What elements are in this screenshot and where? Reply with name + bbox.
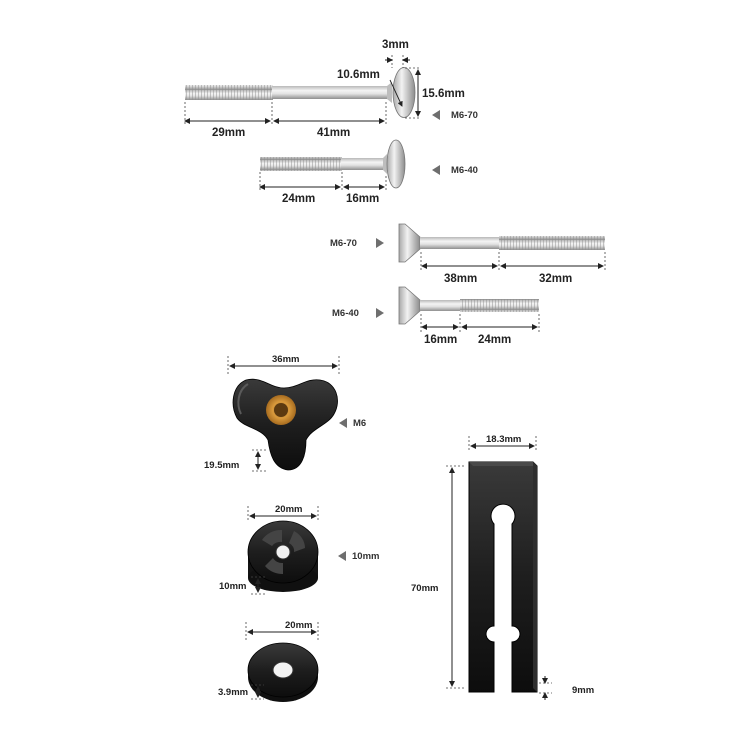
three-lobe-knob: 36mm 19.5mm M6: [204, 354, 366, 472]
bolt-head: [398, 286, 421, 325]
bolt-head: [398, 223, 421, 263]
clamp-bar-side: [533, 462, 537, 692]
slotted-clamp-bar: 18.3mm 70mm 9mm: [411, 434, 594, 700]
bolt-thread: [460, 299, 539, 312]
pointer-arrow-icon: [376, 308, 384, 318]
carriage-bolt-m6-40: 24mm 16mm M6-40: [259, 139, 478, 205]
bolt-thread: [499, 236, 605, 250]
bolt-neck: [387, 82, 392, 103]
dim-thread-length: 24mm: [282, 193, 315, 205]
dim-thread-length: 24mm: [478, 334, 511, 346]
bushing-slot: [262, 529, 282, 546]
pointer-arrow-icon: [432, 165, 440, 175]
dim-bar-thickness: 9mm: [572, 685, 594, 696]
dim-bar-length: 70mm: [411, 583, 438, 594]
washer: 20mm 3.9mm: [218, 620, 319, 702]
dim-shank-length: 38mm: [444, 273, 477, 285]
knob-body: [232, 378, 338, 471]
bushing: 20mm 10mm 10mm: [219, 504, 379, 595]
dim-bar-width: 18.3mm: [486, 434, 521, 445]
bushing-slot: [265, 558, 283, 575]
pointer-arrow-icon: [338, 551, 346, 561]
bolt-thread: [185, 85, 273, 100]
dim-shank-length: 41mm: [317, 127, 350, 139]
dim-thread-length: 32mm: [539, 273, 572, 285]
part-label: M6-40: [451, 165, 478, 176]
dim-thread-length: 29mm: [212, 127, 245, 139]
dim-shank-length: 16mm: [346, 193, 379, 205]
dim-neck: 10.6mm: [337, 69, 380, 81]
bolt-shank: [420, 300, 461, 311]
bolt-neck: [383, 154, 387, 174]
dim-knob-height: 19.5mm: [204, 460, 239, 471]
bushing-center-hole: [275, 544, 291, 560]
part-label: M6-40: [332, 308, 359, 319]
bolt-shank: [272, 86, 387, 99]
part-label: M6-70: [330, 238, 357, 249]
clamp-bar-edge: [469, 462, 537, 466]
carriage-bolt-m6-70: 29mm 41mm 3mm 10.6mm 15.6mm M6-70: [184, 39, 478, 139]
pointer-arrow-icon: [339, 418, 347, 428]
clamp-bar-body: [468, 461, 538, 693]
dim-head-diameter: 15.6mm: [422, 88, 465, 100]
dim-washer-thickness: 3.9mm: [218, 687, 248, 698]
dimension-line: [389, 79, 403, 107]
bolt-head: [392, 67, 416, 118]
part-label: M6: [353, 418, 366, 429]
pointer-arrow-icon: [376, 238, 384, 248]
part-label: 10mm: [352, 551, 379, 562]
pointer-arrow-icon: [432, 110, 440, 120]
dim-bushing-height: 10mm: [219, 581, 246, 592]
dim-shank-length: 16mm: [424, 334, 457, 346]
bolt-shank: [420, 237, 500, 249]
knob-highlight: [237, 383, 249, 415]
flat-head-bolt-m6-70: 38mm 32mm M6-70: [330, 223, 606, 285]
part-label: M6-70: [451, 110, 478, 121]
bolt-head: [386, 139, 406, 189]
dim-bushing-diameter: 20mm: [275, 504, 302, 515]
bushing-slot: [289, 531, 305, 552]
washer-hole: [272, 661, 294, 679]
insert-hole: [274, 403, 288, 417]
dim-knob-width: 36mm: [272, 354, 299, 365]
bolt-thread: [260, 157, 342, 171]
dim-head-thickness: 3mm: [382, 39, 409, 51]
flat-head-bolt-m6-40: 16mm 24mm M6-40: [332, 286, 540, 346]
dim-washer-diameter: 20mm: [285, 620, 312, 631]
bolt-shank: [341, 158, 383, 170]
